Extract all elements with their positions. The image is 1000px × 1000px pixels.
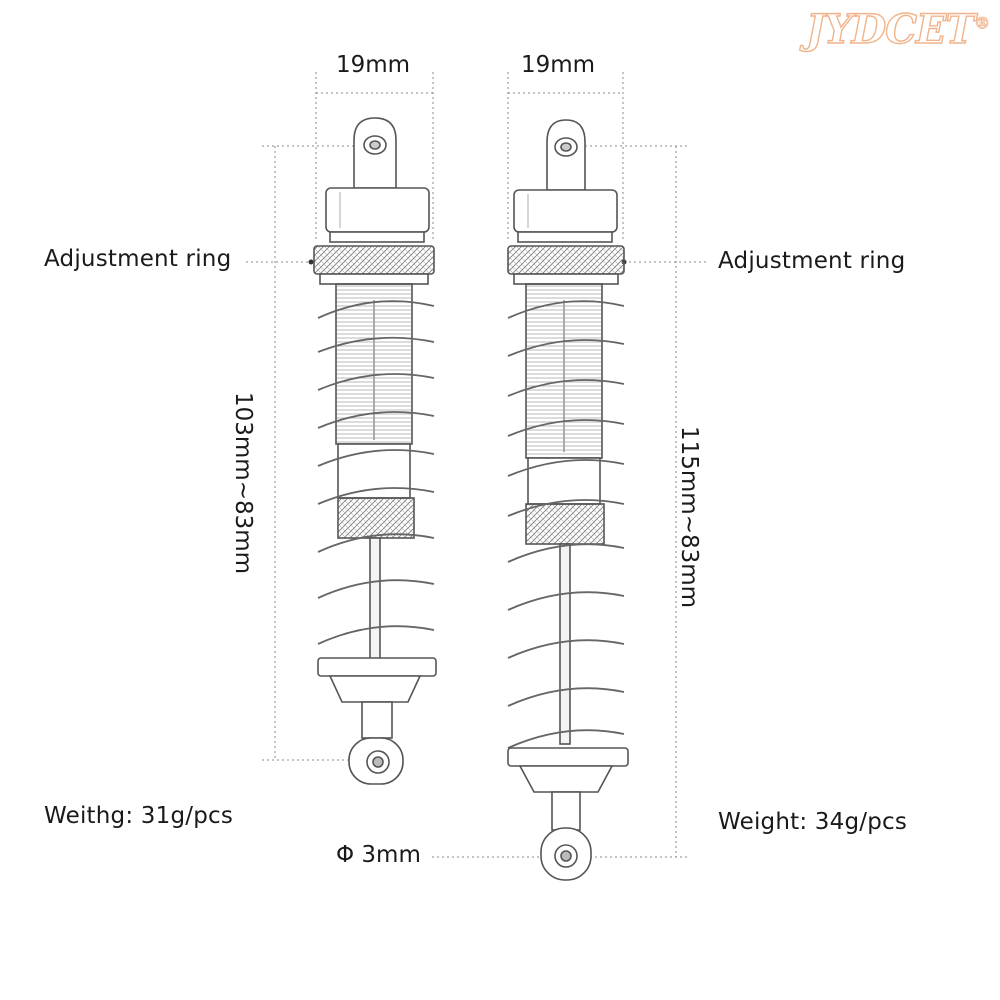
right-adjustment-ring-label: Adjustment ring — [718, 248, 906, 274]
brand-logo: JYDCET® — [805, 5, 990, 53]
left-length-label: 103mm~83mm — [230, 392, 256, 575]
right-weight-label: Weight: 34g/pcs — [718, 809, 908, 835]
right-shock — [507, 119, 629, 881]
right-length-label: 115mm~83mm — [676, 426, 702, 609]
right-width-label: 19mm — [521, 52, 596, 78]
left-adjustment-ring-label: Adjustment ring — [44, 246, 232, 272]
left-weight-label: Weithg: 31g/pcs — [44, 803, 234, 829]
shaft-diameter-label: Φ 3mm — [336, 842, 421, 868]
left-shock — [313, 117, 437, 785]
dimension-lines — [246, 72, 706, 858]
left-ring-marker — [308, 259, 314, 265]
left-width-label: 19mm — [336, 52, 411, 78]
